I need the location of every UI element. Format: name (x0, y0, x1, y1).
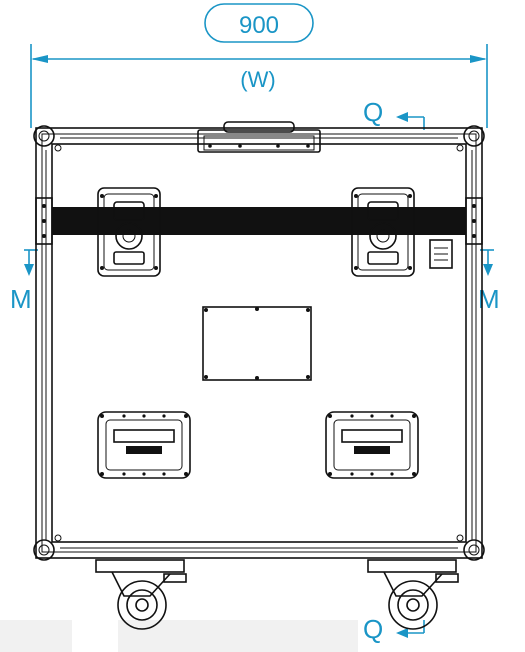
hinge-left (35, 197, 53, 245)
case-outer-frame (35, 127, 483, 559)
background-band-left (0, 620, 72, 652)
case-body (33, 121, 485, 561)
label-plate (202, 306, 312, 381)
latch-right (351, 187, 415, 277)
hinge-right (465, 197, 483, 245)
corner-bottom-right (456, 534, 485, 561)
dimension-value: 900 (239, 12, 279, 39)
strap-band (52, 207, 466, 235)
width-dimension: 900 (W) (30, 3, 488, 128)
caster-right (367, 559, 459, 630)
case-frame-inner-line (41, 133, 477, 553)
section-mark-left: M (10, 249, 38, 314)
top-handle (197, 121, 321, 153)
recessed-handle-left (97, 411, 191, 479)
latch-left (97, 187, 161, 277)
side-plate (429, 239, 453, 269)
caster-left (95, 559, 187, 630)
dimension-arrow-right (470, 55, 487, 63)
section-arrow-left (24, 264, 34, 276)
dimension-sublabel: (W) (240, 67, 275, 92)
section-arrow-bottom (396, 628, 408, 638)
section-label-right: M (478, 284, 500, 314)
case-panel (51, 143, 467, 543)
corner-top-right (456, 125, 485, 152)
recessed-handle-right (325, 411, 419, 479)
section-arrow-right (483, 264, 493, 276)
corner-bottom-left (33, 534, 62, 561)
dimension-arrow-left (31, 55, 48, 63)
section-label-left: M (10, 284, 32, 314)
section-label-bottom: Q (363, 614, 383, 644)
dimension-pill (204, 3, 314, 43)
section-label-top: Q (363, 97, 383, 127)
section-arrow-top (396, 112, 408, 122)
section-mark-top: Q (363, 97, 425, 130)
corner-top-left (33, 125, 62, 152)
background-band-middle (118, 620, 358, 652)
